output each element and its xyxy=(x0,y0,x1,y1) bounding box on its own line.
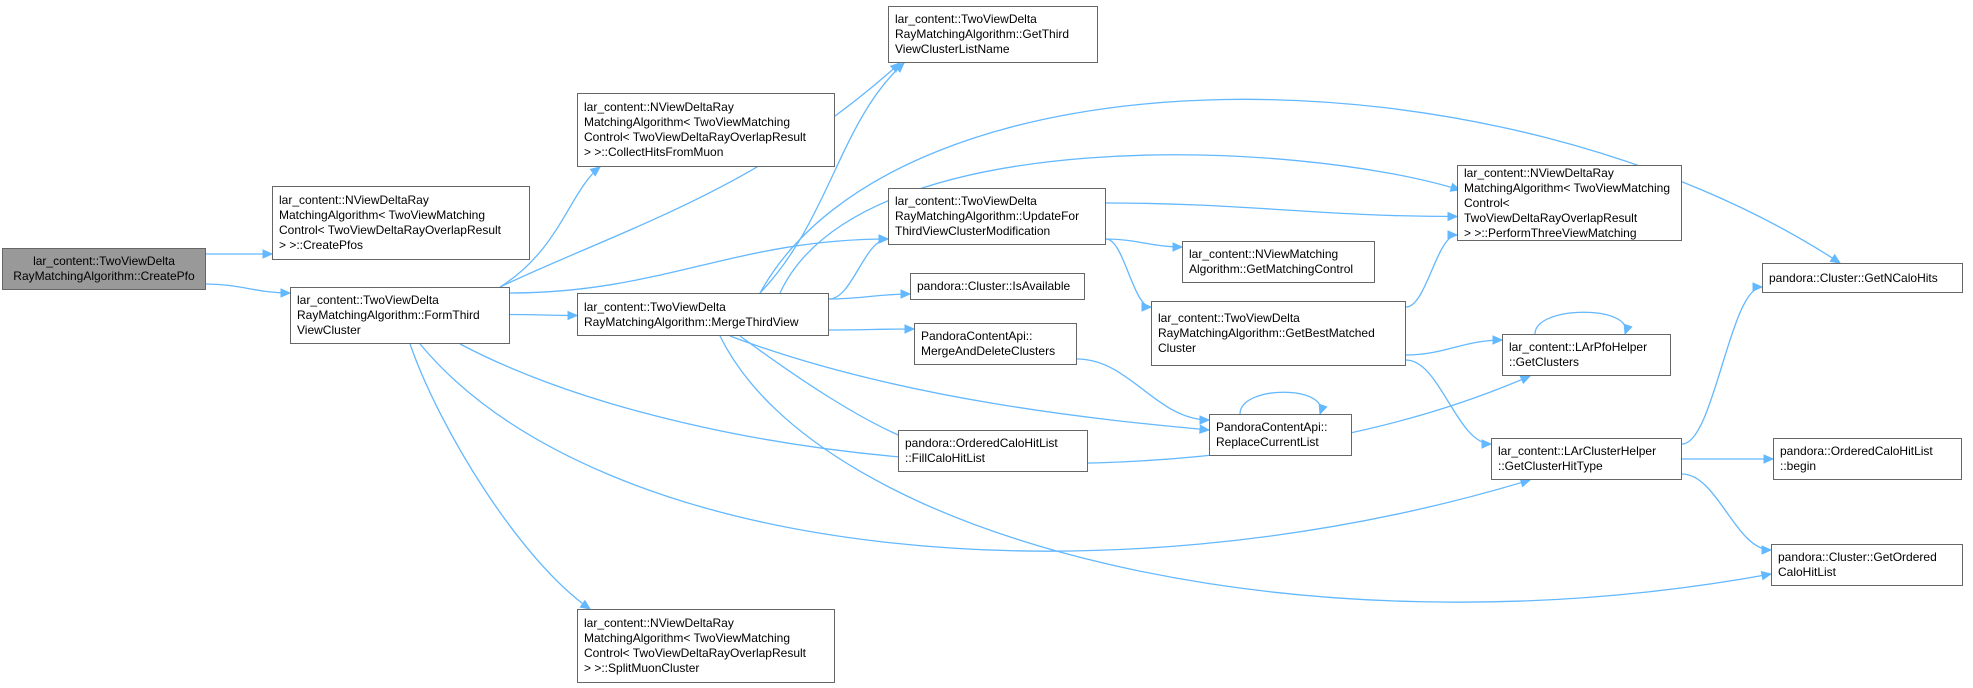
edge-arrowhead xyxy=(1199,415,1211,425)
edge-n9-n13 xyxy=(1076,358,1210,421)
edge-n16-n17 xyxy=(1681,286,1763,445)
edge-arrowhead xyxy=(1172,242,1184,252)
edge-arrowhead xyxy=(878,234,890,244)
edge-arrowhead xyxy=(1752,282,1764,292)
node-getbestmatchedcluster[interactable]: lar_content::TwoViewDelta RayMatchingAlg… xyxy=(1151,301,1406,366)
edge-n2-n4 xyxy=(499,62,901,288)
edge-n16-n19 xyxy=(1681,473,1772,551)
edge-arrowhead xyxy=(1519,375,1532,385)
edge-arrowhead xyxy=(1141,302,1153,312)
node-getthirdviewclusterlistname[interactable]: lar_content::TwoViewDelta RayMatchingAlg… xyxy=(888,6,1098,63)
edge-arrowhead xyxy=(1318,403,1328,416)
edge-arrowhead xyxy=(1761,545,1773,555)
edge-arrowhead xyxy=(1760,571,1773,581)
node-fillcalohitlist[interactable]: pandora::OrderedCaloHitList ::FillCaloHi… xyxy=(898,430,1088,472)
edge-arrowhead xyxy=(900,289,912,299)
edge-arrowhead xyxy=(280,288,292,298)
edge-n5-n9 xyxy=(828,328,915,331)
edge-arrowhead xyxy=(262,249,274,259)
node-createpfo: lar_content::TwoViewDelta RayMatchingAlg… xyxy=(2,248,206,290)
edge-arrowhead xyxy=(1829,253,1842,264)
node-updateforthirdviewclustermodification[interactable]: lar_content::TwoViewDelta RayMatchingAlg… xyxy=(888,188,1106,245)
edge-n5-n7 xyxy=(828,238,889,300)
node-getncalohits[interactable]: pandora::Cluster::GetNCaloHits xyxy=(1762,263,1963,293)
node-isavailable[interactable]: pandora::Cluster::IsAvailable xyxy=(910,273,1085,300)
edge-arrowhead xyxy=(567,310,579,321)
edge-arrowhead xyxy=(1447,211,1459,222)
edge-n2-n7 xyxy=(509,238,889,294)
edge-n7-n14 xyxy=(1105,202,1458,218)
edge-n12-n15 xyxy=(1405,339,1503,356)
edge-n7-n11 xyxy=(1105,238,1183,248)
edge-n5-n13 xyxy=(729,335,1210,431)
edge-n2-n3 xyxy=(499,166,601,288)
edge-n12-n14 xyxy=(1405,234,1458,308)
edge-n15-n15 xyxy=(1534,311,1627,335)
edge-arrowhead xyxy=(1481,439,1493,449)
node-mergethirdview[interactable]: lar_content::TwoViewDelta RayMatchingAlg… xyxy=(577,293,829,336)
node-splitmuoncluster[interactable]: lar_content::NViewDeltaRay MatchingAlgor… xyxy=(577,609,835,683)
edge-arrowhead xyxy=(1199,424,1211,434)
node-orderedcalohitlist-begin[interactable]: pandora::OrderedCaloHitList ::begin xyxy=(1773,438,1962,480)
node-mergeanddeleteclusters[interactable]: PandoraContentApi:: MergeAndDeleteCluste… xyxy=(914,323,1077,365)
node-createpfos[interactable]: lar_content::NViewDeltaRay MatchingAlgor… xyxy=(272,186,530,260)
edge-arrowhead xyxy=(579,599,592,610)
node-getclusterhittype[interactable]: lar_content::LArClusterHelper ::GetClust… xyxy=(1491,438,1682,480)
node-collecthitsfrommuon[interactable]: lar_content::NViewDeltaRay MatchingAlgor… xyxy=(577,93,835,167)
edge-n5-n14 xyxy=(779,154,1461,294)
edge-n5-n4 xyxy=(759,62,905,294)
node-getclusters[interactable]: lar_content::LArPfoHelper ::GetClusters xyxy=(1502,334,1671,376)
edge-n7-n12 xyxy=(1105,238,1152,308)
node-formthirdviewcluster[interactable]: lar_content::TwoViewDelta RayMatchingAlg… xyxy=(290,287,510,344)
edge-arrowhead xyxy=(904,324,916,334)
edge-arrowhead xyxy=(589,166,601,177)
edge-n2-n5 xyxy=(509,313,578,317)
edge-n0-n2 xyxy=(205,283,291,294)
node-getorderedcalohitlist[interactable]: pandora::Cluster::GetOrdered CaloHitList xyxy=(1771,544,1963,586)
edge-n13-n13 xyxy=(1239,391,1322,415)
node-getmatchingcontrol[interactable]: lar_content::NViewMatching Algorithm::Ge… xyxy=(1182,241,1375,283)
edge-n12-n16 xyxy=(1405,359,1492,445)
edge-arrowhead xyxy=(1763,454,1775,464)
edge-arrowhead xyxy=(893,62,905,73)
node-performthreeviewmatching[interactable]: lar_content::NViewDeltaRay MatchingAlgor… xyxy=(1457,165,1682,241)
edge-n5-n8 xyxy=(828,293,911,300)
edge-n5-n10 xyxy=(739,335,911,441)
edge-n5-n19 xyxy=(719,335,1772,603)
edge-arrowhead xyxy=(1492,335,1504,345)
edge-n2-n6 xyxy=(409,343,591,610)
edge-arrowhead xyxy=(1447,230,1459,240)
node-replacecurrentlist[interactable]: PandoraContentApi:: ReplaceCurrentList xyxy=(1209,414,1352,456)
edge-n2-n16 xyxy=(419,343,1531,552)
edge-arrowhead xyxy=(1623,323,1633,336)
